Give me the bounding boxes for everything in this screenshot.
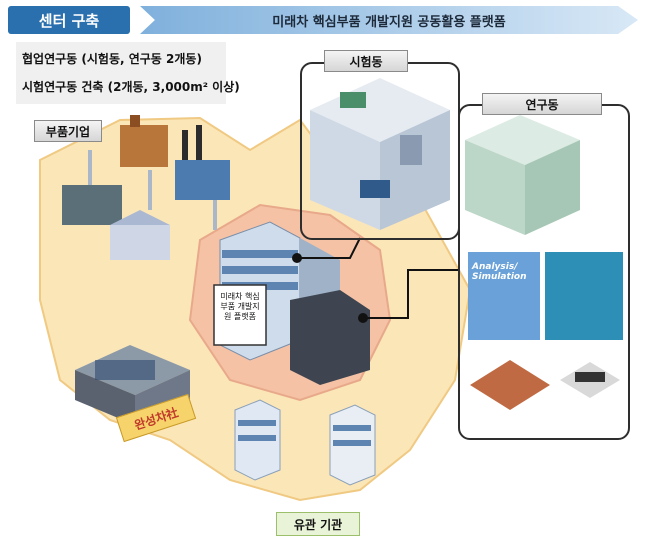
analysis-label: Analysis/ Simulation	[472, 262, 527, 282]
research-building-illustration	[465, 115, 623, 410]
test-building-panel	[300, 62, 460, 240]
platform-sign-text: 미래차 핵심부품 개발지원 플랫폼	[220, 292, 260, 321]
research-building-label: 연구동	[482, 93, 602, 115]
platform-sign-board	[213, 284, 267, 346]
connector-line-test	[297, 237, 361, 259]
info-box: 협업연구동 (시험동, 연구동 2개동) 시험연구동 건축 (2개동, 3,00…	[16, 42, 240, 104]
related-org-label: 유관 기관	[276, 512, 360, 536]
parts-company-label: 부품기업	[34, 120, 102, 142]
office-building-icon	[234, 399, 376, 486]
test-building-label: 시험동	[324, 50, 408, 72]
factory-icon	[62, 115, 230, 260]
test-building-illustration	[310, 78, 450, 230]
info-line-2: 시험연구동 건축 (2개동, 3,000m² 이상)	[22, 80, 240, 94]
section-tag: 센터 구축	[8, 6, 130, 34]
research-building-panel	[458, 104, 630, 440]
connector-line-research	[363, 269, 460, 319]
info-line-1: 협업연구동 (시험동, 연구동 2개동)	[22, 52, 202, 66]
page-title: 미래차 핵심부품 개발지원 공동활용 플랫폼	[140, 6, 638, 34]
